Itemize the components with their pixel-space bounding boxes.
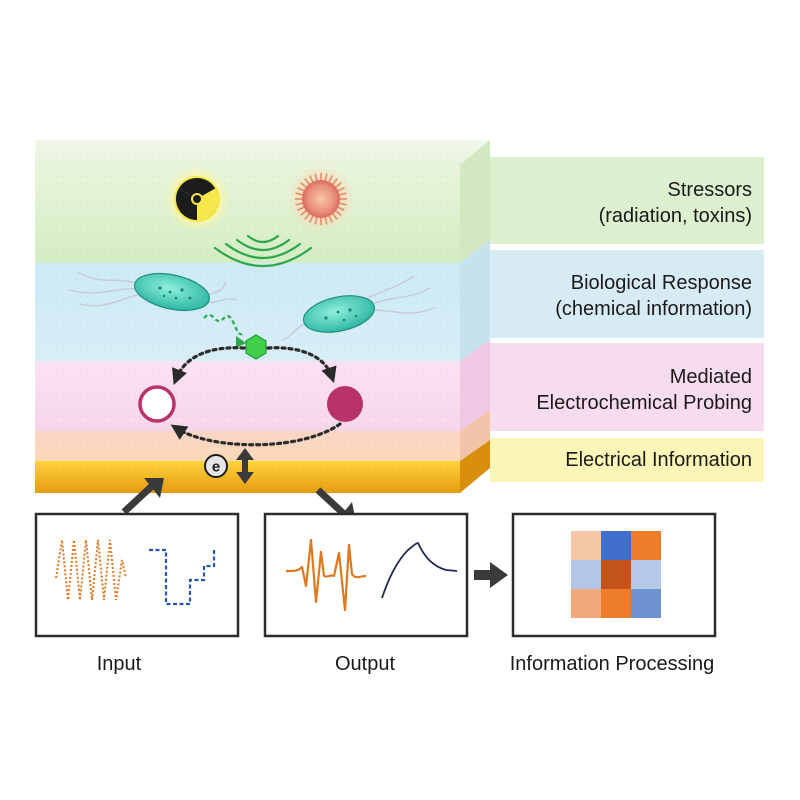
sun-ray	[328, 175, 334, 184]
electrical-label: Electrical Information	[565, 447, 752, 473]
toxin-icon	[287, 165, 355, 233]
processing-arrow	[474, 562, 508, 588]
reduced-mediator-icon	[327, 386, 363, 422]
sun-ray	[324, 216, 328, 225]
stressors-label: Stressors (radiation, toxins)	[599, 177, 752, 229]
transient-signal	[381, 542, 458, 599]
sun-ray	[295, 202, 304, 206]
mediated-title: Mediated	[669, 366, 752, 388]
side-face-blue	[460, 240, 490, 361]
sun-ray	[331, 178, 338, 186]
output-caption: Output	[335, 653, 395, 675]
electron-badge: e	[204, 454, 228, 478]
sun-ray	[304, 212, 311, 220]
heatmap-cell	[601, 589, 631, 618]
biological-subtitle: (chemical information)	[555, 298, 752, 320]
heatmap-cell	[631, 589, 661, 618]
mediated-subtitle: Electrochemical Probing	[536, 392, 752, 414]
bacterium-left-icon	[69, 271, 237, 312]
sun-ray	[308, 175, 314, 184]
probing-label-band	[490, 343, 764, 431]
sun-ray	[324, 173, 328, 182]
heatmap-cell	[601, 531, 631, 560]
step-signal	[149, 548, 216, 606]
side-face-peach	[460, 410, 490, 461]
voltammogram-signal	[285, 538, 367, 612]
heatmap	[571, 531, 661, 618]
input-caption: Input	[97, 653, 142, 675]
emission-arrowhead	[236, 336, 246, 348]
stressors-title: Stressors	[667, 179, 752, 201]
electrical-label-band	[490, 438, 764, 482]
sun-ray	[338, 192, 347, 196]
heatmap-cell	[631, 531, 661, 560]
sun-ray	[328, 214, 334, 223]
electron-transfer-arrow	[236, 448, 254, 484]
sun-ray	[336, 186, 345, 192]
sun-ray	[308, 214, 314, 223]
sun-ray	[297, 186, 306, 192]
sun-ray	[300, 182, 308, 189]
heatmap-cell	[571, 589, 601, 618]
regeneration-arrow	[170, 422, 342, 447]
stressors-subtitle: (radiation, toxins)	[598, 205, 752, 227]
input-arrow	[121, 478, 164, 515]
heatmap-cell	[571, 531, 601, 560]
heatmap-cell	[631, 560, 661, 589]
sun-ray	[295, 192, 304, 196]
sun-ray	[297, 206, 306, 212]
triangle-wave-signal	[55, 539, 127, 601]
side-face-pink	[460, 340, 490, 431]
electrical-title: Electrical Information	[565, 449, 752, 471]
signal-molecule-icon	[245, 334, 267, 360]
oxidation-arrow	[172, 346, 246, 385]
biological-label-band	[490, 250, 764, 338]
side-face-gold	[460, 440, 490, 493]
biological-title: Biological Response	[570, 272, 752, 294]
electron-symbol: e	[212, 459, 220, 476]
stressor-label-band	[490, 157, 764, 244]
sun-ray	[304, 178, 311, 186]
block-texture	[35, 140, 460, 493]
sun-ray	[300, 209, 308, 216]
bacterium-right-icon	[281, 275, 435, 341]
emission-wave	[203, 313, 243, 336]
sun-ray	[314, 216, 318, 225]
heatmap-cell	[571, 560, 601, 589]
processing-caption: Information Processing	[510, 653, 715, 675]
sun-ray	[331, 212, 338, 220]
mediated-label: Mediated Electrochemical Probing	[536, 364, 752, 416]
sun-ray	[334, 209, 342, 216]
reduction-arrow	[266, 346, 337, 384]
biological-label: Biological Response (chemical informatio…	[555, 270, 752, 322]
sun-ray	[334, 182, 342, 189]
sun-ray	[336, 206, 345, 212]
sun-ray	[338, 202, 347, 206]
side-face-green	[460, 140, 490, 263]
sun-ray	[314, 173, 318, 182]
heatmap-cell	[601, 560, 631, 589]
oxidized-mediator-icon	[138, 385, 176, 423]
radiation-icon	[164, 166, 230, 232]
signal-waves-icon	[213, 234, 313, 267]
layered-block	[35, 140, 490, 493]
